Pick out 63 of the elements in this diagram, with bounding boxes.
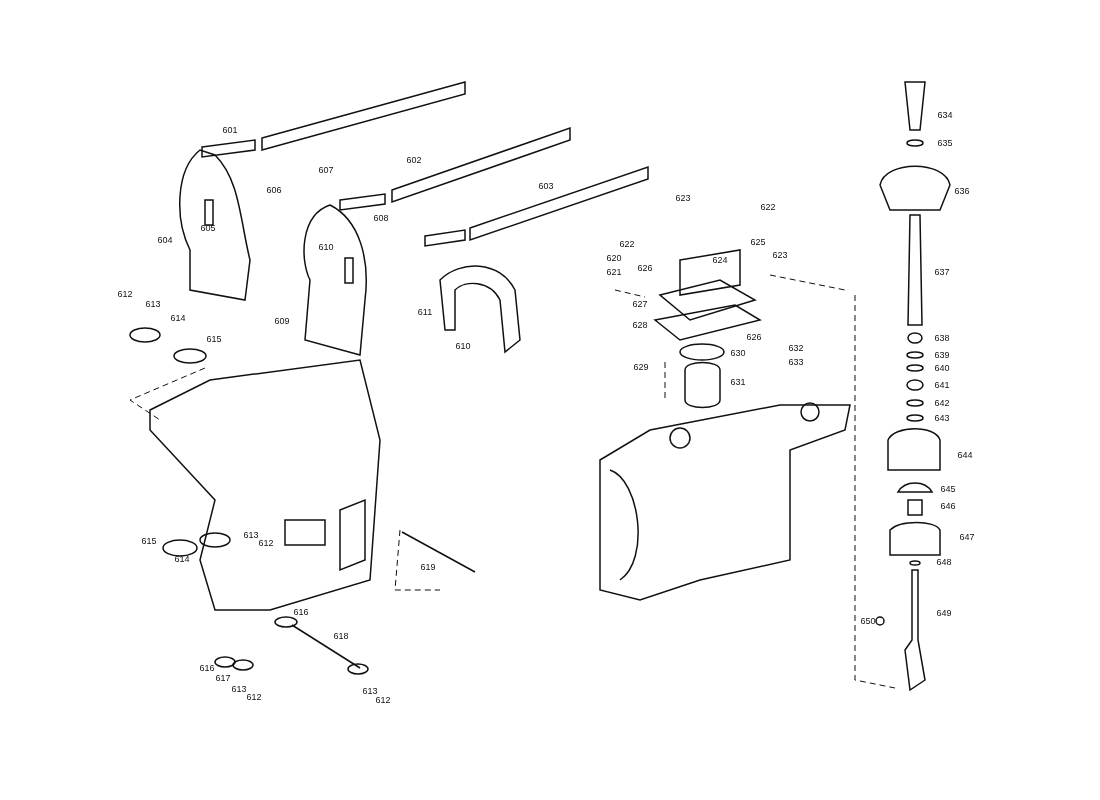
callout-number: 620 (606, 253, 622, 263)
callout-number: 631 (730, 377, 746, 387)
callout-number: 635 (937, 138, 953, 148)
callout-number: 610 (318, 242, 334, 252)
callout-number: 614 (174, 554, 190, 564)
callout-number: 623 (675, 193, 691, 203)
callout-number: 627 (632, 299, 648, 309)
callout-number: 613 (145, 299, 161, 309)
callout-number: 640 (934, 363, 950, 373)
callout-number: 612 (246, 692, 262, 702)
callout-number: 634 (937, 110, 953, 120)
callout-number: 602 (406, 155, 422, 165)
callout-number: 616 (199, 663, 215, 673)
callout-number: 633 (788, 357, 804, 367)
callout-number: 630 (730, 348, 746, 358)
callout-number: 638 (934, 333, 950, 343)
callout-number: 611 (417, 307, 433, 317)
callout-number: 622 (619, 239, 635, 249)
callout-number: 637 (934, 267, 950, 277)
callout-number: 610 (455, 341, 471, 351)
callout-number: 628 (632, 320, 648, 330)
callout-number: 649 (936, 608, 952, 618)
callout-number: 629 (633, 362, 649, 372)
callout-number: 616 (293, 607, 309, 617)
callout-number: 613 (231, 684, 247, 694)
callout-number: 607 (318, 165, 334, 175)
callout-number: 614 (170, 313, 186, 323)
callout-number: 615 (141, 536, 157, 546)
callout-number: 618 (333, 631, 349, 641)
callout-number: 626 (637, 263, 653, 273)
callout-number: 625 (750, 237, 766, 247)
callout-number: 613 (362, 686, 378, 696)
callout-number: 605 (200, 223, 216, 233)
callout-number: 604 (157, 235, 173, 245)
callout-number: 650 (860, 616, 876, 626)
callout-number: 615 (206, 334, 222, 344)
callout-number: 626 (746, 332, 762, 342)
callout-number: 641 (934, 380, 950, 390)
callout-number: 603 (538, 181, 554, 191)
callout-number: 613 (243, 530, 259, 540)
callout-number: 647 (959, 532, 975, 542)
callout-number: 617 (215, 673, 231, 683)
callout-number: 609 (274, 316, 290, 326)
callout-number: 645 (940, 484, 956, 494)
callout-number: 612 (117, 289, 133, 299)
callout-number: 601 (222, 125, 238, 135)
callout-number: 648 (936, 557, 952, 567)
callout-number: 623 (772, 250, 788, 260)
callout-number: 639 (934, 350, 950, 360)
callout-number: 621 (606, 267, 622, 277)
callout-number: 643 (934, 413, 950, 423)
callout-number: 608 (373, 213, 389, 223)
callout-number: 624 (712, 255, 728, 265)
callout-number: 612 (258, 538, 274, 548)
callout-number: 642 (934, 398, 950, 408)
callout-number: 632 (788, 343, 804, 353)
callout-number: 606 (266, 185, 282, 195)
callout-number: 636 (954, 186, 970, 196)
callout-number: 622 (760, 202, 776, 212)
callout-number: 619 (420, 562, 436, 572)
callout-number: 612 (375, 695, 391, 705)
callout-number: 644 (957, 450, 973, 460)
callout-number: 646 (940, 501, 956, 511)
